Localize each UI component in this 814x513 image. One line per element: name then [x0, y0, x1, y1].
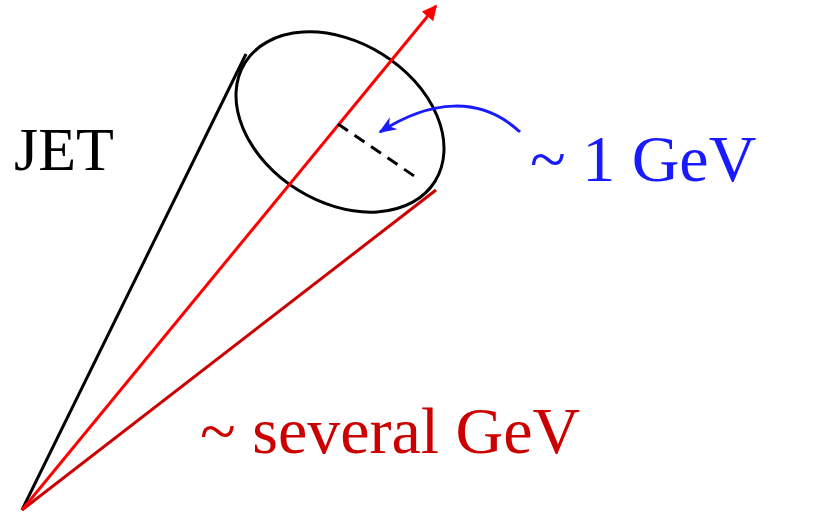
energy-label: ~ several GeV: [200, 398, 580, 464]
pointer-arrow: [380, 106, 520, 132]
cone-opening: [203, 0, 478, 249]
scale-label: ~ 1 GeV: [530, 126, 756, 192]
jet-label: JET: [14, 118, 114, 180]
radius-dash: [338, 124, 420, 180]
